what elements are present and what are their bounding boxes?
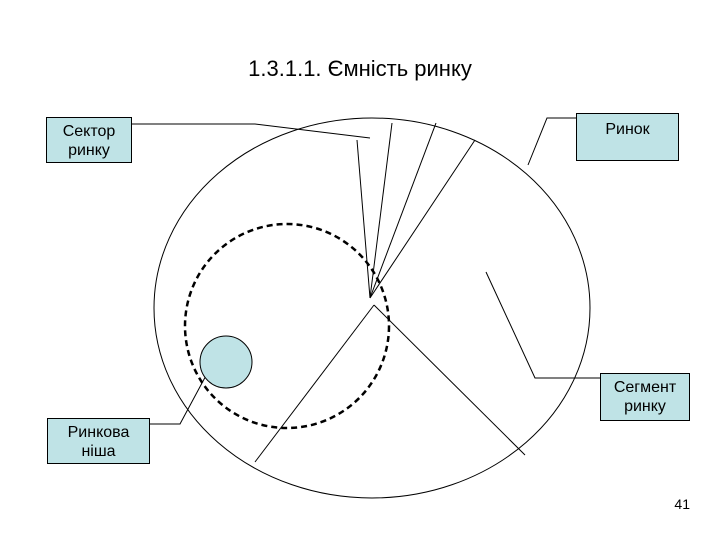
niche-circle bbox=[199, 335, 253, 389]
page-number: 41 bbox=[674, 496, 690, 512]
segment-callout-line bbox=[485, 271, 600, 379]
segment-dashed-circle bbox=[183, 222, 391, 430]
label-sector: Сектор ринку bbox=[46, 117, 132, 163]
label-niche: Ринкова ніша bbox=[47, 418, 150, 464]
slide-title: 1.3.1.1. Ємність ринку bbox=[248, 56, 472, 81]
sector-lines bbox=[254, 122, 526, 463]
callout-lines bbox=[132, 117, 600, 425]
label-market: Ринок bbox=[576, 113, 679, 161]
sector-callout-line bbox=[132, 123, 371, 139]
niche-callout-line bbox=[150, 369, 210, 425]
label-segment: Сегмент ринку bbox=[600, 373, 690, 421]
market-ellipse bbox=[153, 117, 591, 499]
market-callout-line bbox=[527, 117, 576, 166]
